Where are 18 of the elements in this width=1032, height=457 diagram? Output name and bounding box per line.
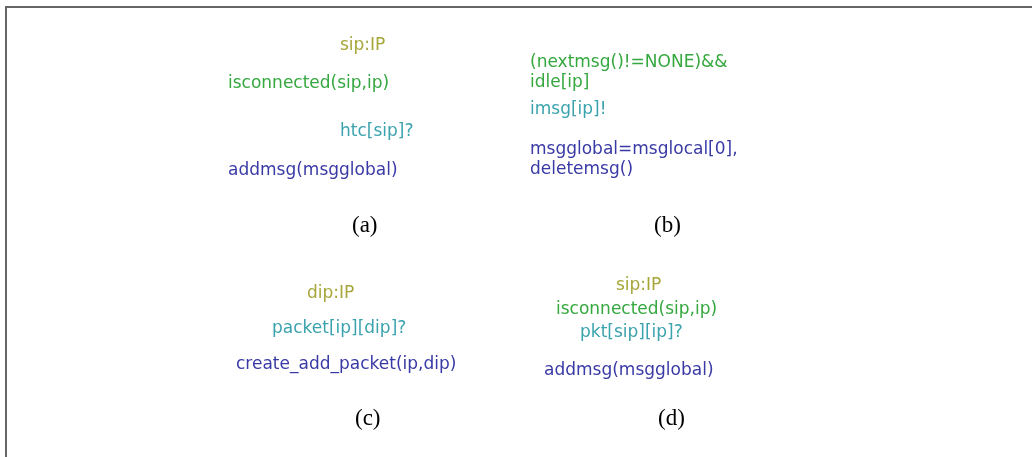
code-text: addmsg(msgglobal): [544, 359, 714, 379]
code-text: (nextmsg()!=NONE)&& idle[ip]: [530, 51, 729, 91]
code-text: pkt[sip][ip]?: [580, 321, 683, 341]
code-text: htc[sip]?: [340, 120, 414, 140]
code-text: dip:IP: [307, 282, 355, 302]
panel-caption: (a): [352, 212, 378, 238]
code-text: imsg[ip]!: [530, 98, 607, 118]
panel-caption: (b): [654, 212, 681, 238]
code-text: create_add_packet(ip,dip): [236, 353, 457, 373]
code-text: isconnected(sip,ip): [556, 298, 718, 318]
code-text: sip:IP: [340, 34, 386, 54]
code-text: isconnected(sip,ip): [228, 72, 390, 92]
code-text: msgglobal=msglocal[0], deletemsg(): [530, 138, 739, 178]
panel-caption: (d): [658, 405, 685, 431]
code-text: addmsg(msgglobal): [228, 159, 398, 179]
code-text: sip:IP: [616, 274, 662, 294]
code-text: packet[ip][dip]?: [272, 317, 407, 337]
panel-caption: (c): [355, 405, 381, 431]
